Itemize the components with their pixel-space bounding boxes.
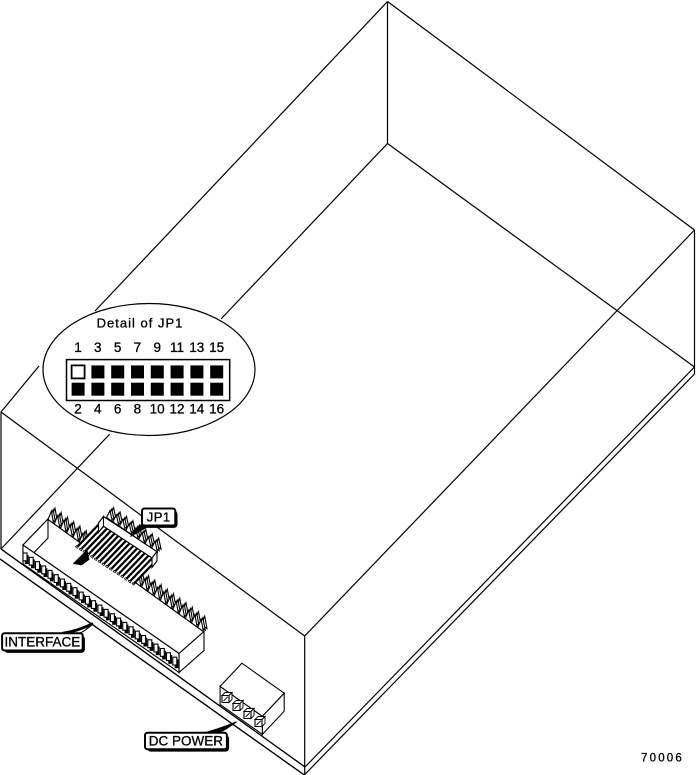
svg-text:16: 16 bbox=[209, 402, 224, 417]
svg-text:5: 5 bbox=[114, 340, 122, 355]
svg-text:14: 14 bbox=[189, 402, 205, 417]
svg-text:3: 3 bbox=[94, 340, 102, 355]
svg-text:1: 1 bbox=[74, 340, 82, 355]
svg-text:13: 13 bbox=[189, 340, 204, 355]
svg-text:8: 8 bbox=[134, 402, 142, 417]
svg-text:12: 12 bbox=[169, 402, 184, 417]
svg-text:DC POWER: DC POWER bbox=[149, 734, 224, 749]
svg-text:15: 15 bbox=[209, 340, 224, 355]
svg-text:11: 11 bbox=[170, 340, 184, 355]
svg-text:4: 4 bbox=[94, 402, 102, 417]
svg-text:9: 9 bbox=[153, 340, 161, 355]
svg-text:70006: 70006 bbox=[641, 753, 684, 765]
svg-text:Detail of JP1: Detail of JP1 bbox=[97, 316, 184, 331]
svg-text:7: 7 bbox=[134, 340, 142, 355]
svg-text:6: 6 bbox=[114, 402, 122, 417]
svg-text:10: 10 bbox=[150, 402, 165, 417]
svg-text:INTERFACE: INTERFACE bbox=[5, 634, 81, 649]
svg-text:JP1: JP1 bbox=[147, 510, 171, 525]
svg-text:2: 2 bbox=[74, 402, 82, 417]
